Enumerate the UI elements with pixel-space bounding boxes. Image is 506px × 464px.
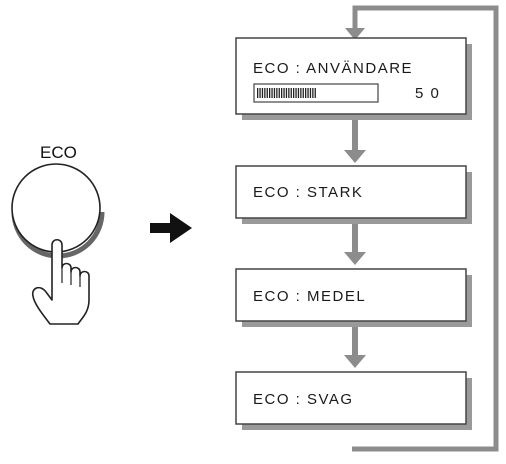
mode-box-stark: ECO : STARK	[235, 165, 472, 224]
flow-arrow-1	[344, 118, 366, 163]
level-bar-tick	[309, 88, 312, 98]
level-bar-tick	[297, 88, 300, 98]
level-bar-tick	[266, 88, 268, 98]
level-bar-tick	[314, 88, 316, 98]
level-bar-tick	[285, 88, 288, 98]
level-bar-tick	[293, 88, 295, 98]
level-bar-tick	[257, 88, 259, 98]
level-bar-tick	[261, 88, 264, 98]
level-bar-tick	[269, 88, 271, 98]
level-bar-fill	[257, 88, 316, 98]
level-bar-tick	[305, 88, 307, 98]
level-bar-tick	[281, 88, 283, 98]
level-bar-tick	[288, 88, 290, 98]
mode-label-medel: ECO : MEDEL	[253, 288, 366, 305]
hand-press-icon	[31, 238, 90, 325]
level-bar-tick	[264, 88, 266, 98]
level-bar-tick	[259, 88, 261, 98]
level-bar-tick	[276, 88, 278, 98]
mode-label-svag: ECO : SVAG	[253, 391, 354, 408]
level-bar-tick	[302, 88, 304, 98]
mode-box-medel: ECO : MEDEL	[235, 268, 472, 327]
eco-button-label: ECO	[40, 143, 77, 162]
mode-box-user: ECO : ANVÄNDARE 5 0	[235, 37, 472, 120]
level-bar-tick	[278, 88, 280, 98]
level-bar-tick	[295, 88, 297, 98]
level-bar-tick	[307, 88, 309, 98]
level-bar-tick	[271, 88, 273, 98]
mode-label-user: ECO : ANVÄNDARE	[253, 60, 413, 77]
right-arrow-icon	[150, 213, 192, 243]
loop-connector	[345, 5, 499, 452]
level-bar-tick	[290, 88, 292, 98]
level-bar-tick	[273, 88, 276, 98]
level-bar-tick	[300, 88, 302, 98]
level-bar	[253, 83, 379, 103]
level-value: 5 0	[415, 85, 440, 102]
mode-box-svag: ECO : SVAG	[235, 371, 472, 430]
flow-arrow-3	[344, 327, 366, 368]
flow-arrow-2	[344, 224, 366, 265]
mode-label-stark: ECO : STARK	[253, 184, 363, 201]
level-bar-tick	[312, 88, 314, 98]
level-bar-tick	[283, 88, 285, 98]
